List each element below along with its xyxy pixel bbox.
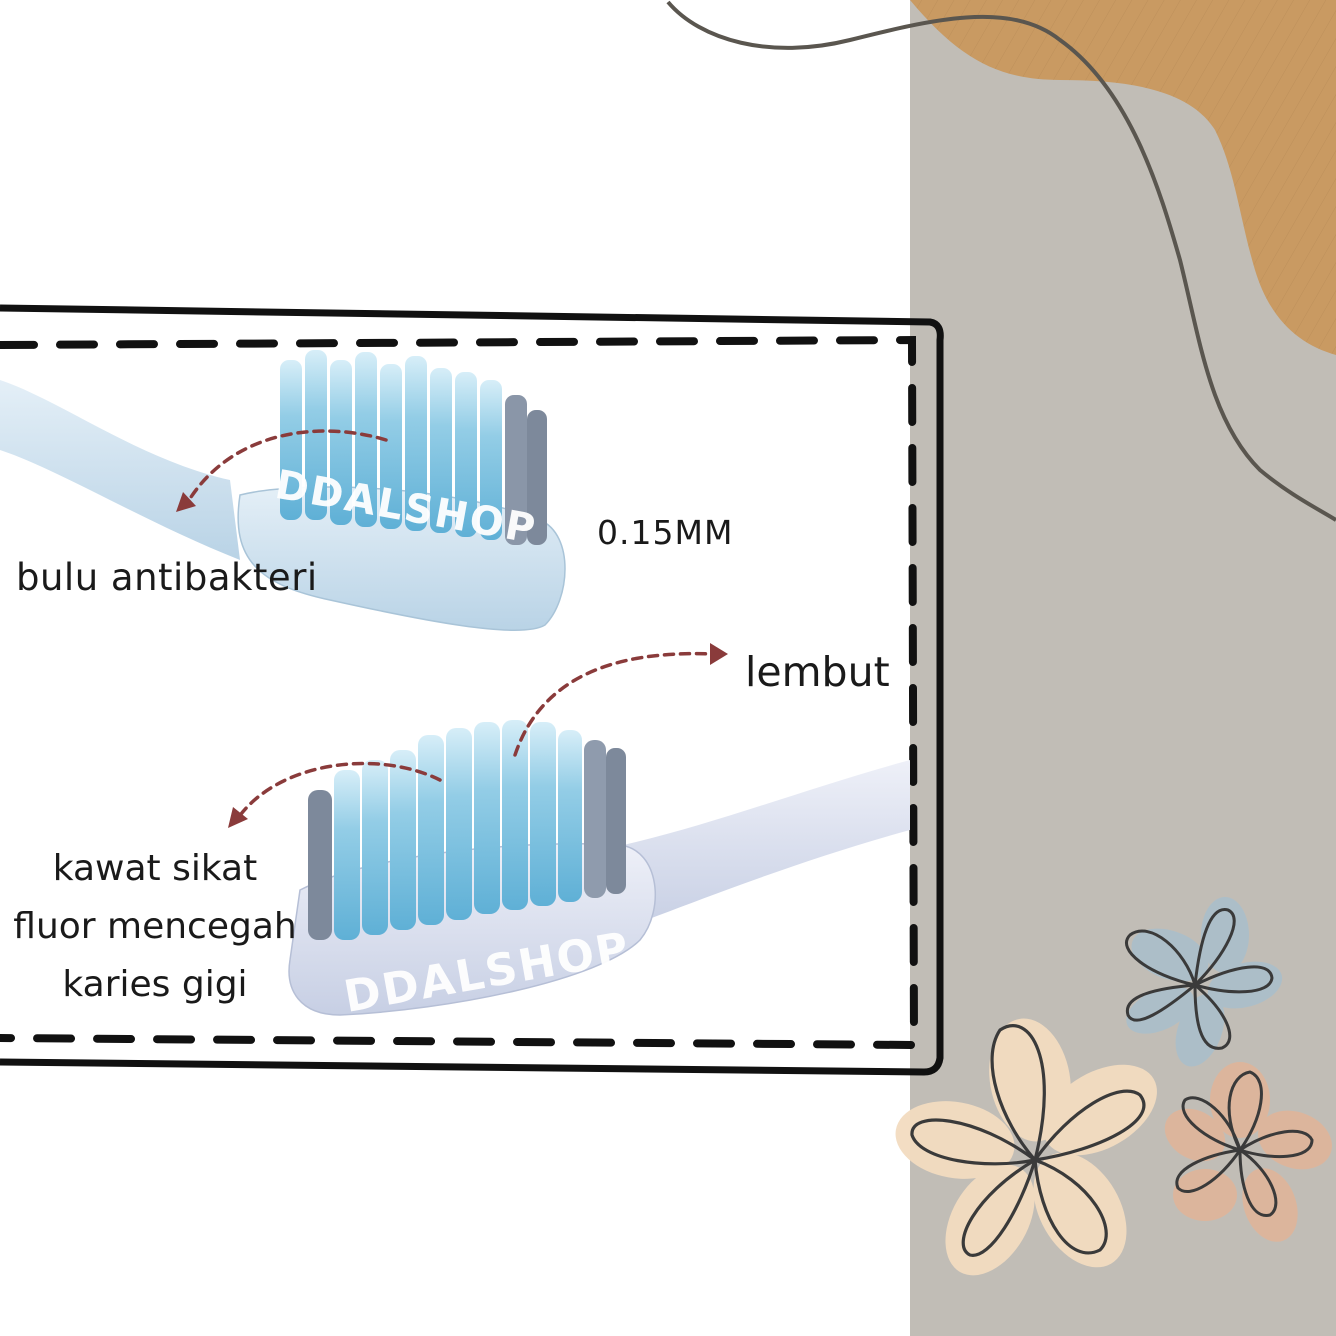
label-soft: lembut bbox=[745, 648, 890, 696]
toothbrush-bottom: DDALSHOP bbox=[288, 720, 910, 1023]
label-antibacterial-bristles: bulu antibakteri bbox=[16, 556, 318, 599]
flower-cream bbox=[895, 1018, 1157, 1276]
arrowhead-fluor bbox=[228, 807, 248, 828]
label-fluor-bristles: kawat sikat fluor mencegah karies gigi bbox=[0, 840, 310, 1014]
flower-blue bbox=[1125, 897, 1283, 1067]
arrow-soft bbox=[513, 651, 714, 757]
label-fluor-line-3: karies gigi bbox=[62, 964, 248, 1005]
label-bristle-size: 0.15MM bbox=[597, 513, 734, 552]
arrow-fluor bbox=[236, 761, 442, 820]
orange-blob-shape bbox=[910, 0, 1336, 355]
toothbrush-top: DDALSHOP bbox=[0, 350, 566, 631]
decorative-curve-line bbox=[666, 0, 1336, 522]
arrowhead-soft bbox=[710, 643, 728, 665]
arrow-antibacterial bbox=[184, 429, 388, 507]
flower-peach bbox=[1164, 1062, 1332, 1242]
bristles-bottom bbox=[308, 720, 626, 940]
label-fluor-line-2: fluor mencegah bbox=[13, 906, 297, 947]
dashed-frame bbox=[0, 304, 944, 1076]
label-fluor-line-1: kawat sikat bbox=[52, 848, 258, 889]
arrowhead-antibacterial bbox=[176, 492, 196, 512]
bristles-top bbox=[280, 350, 547, 545]
